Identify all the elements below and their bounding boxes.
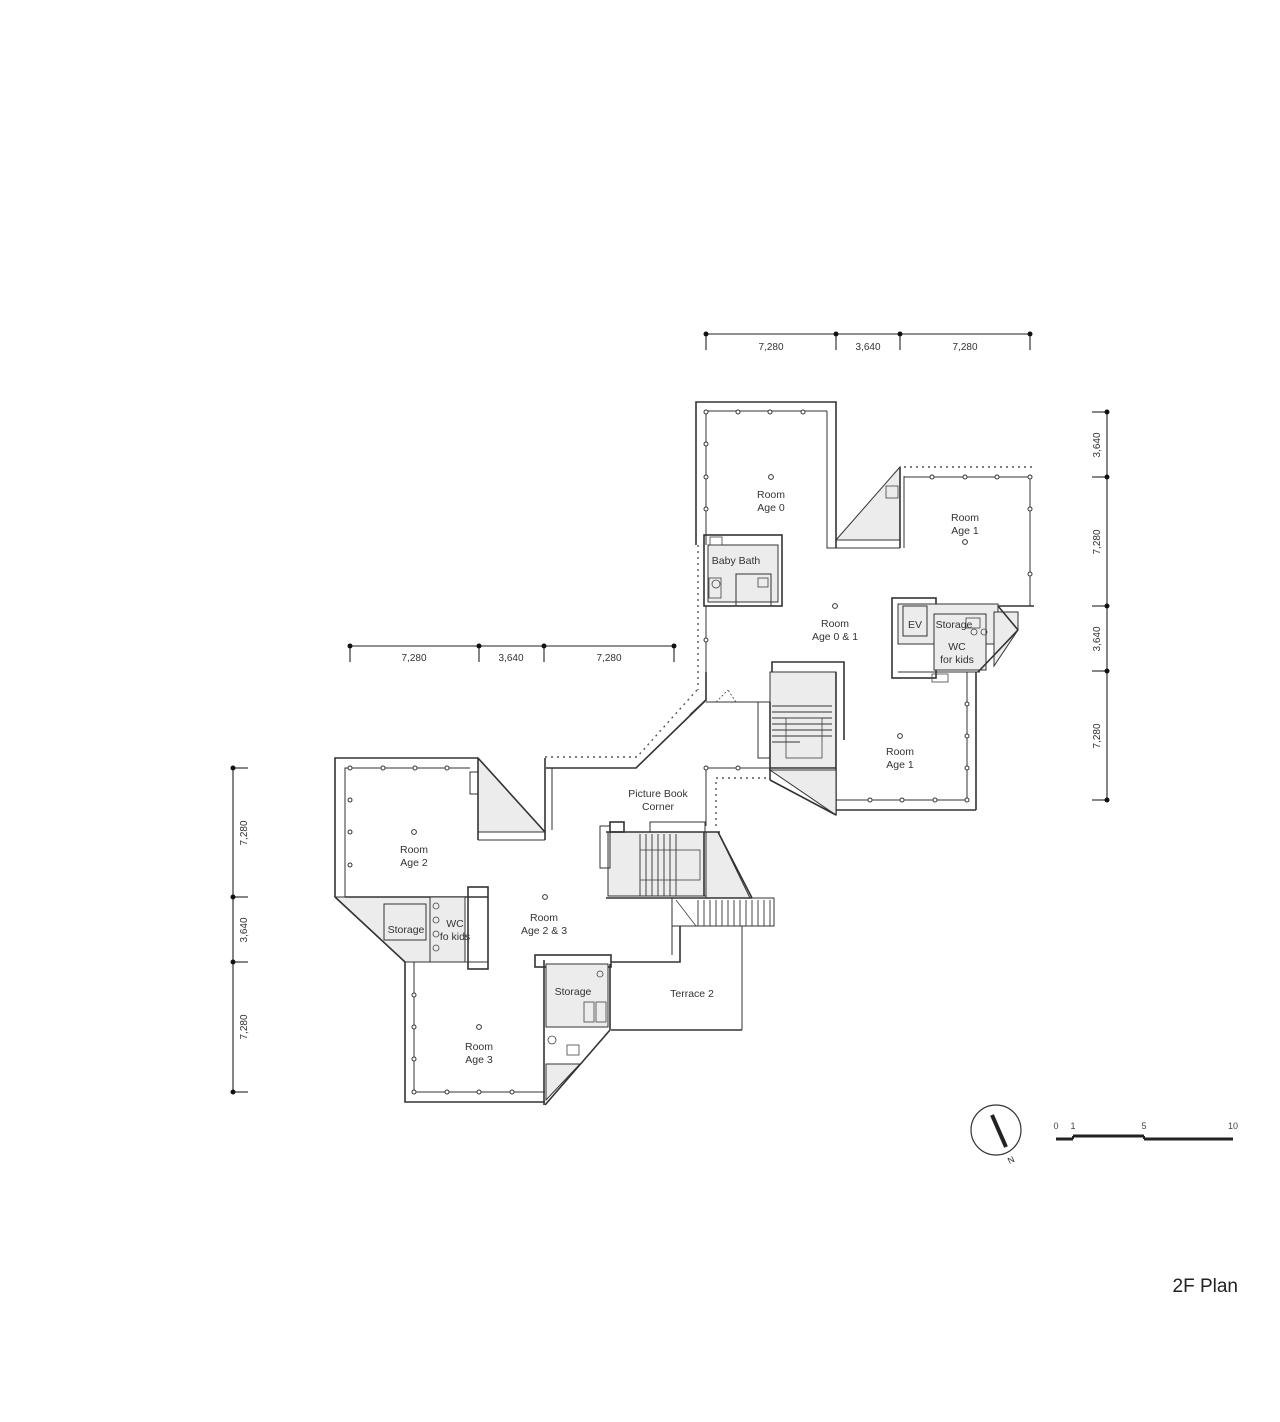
room-labels: Room Age 0 Room Age 1 Room Age 0 & 1 Roo… (388, 489, 980, 1066)
label-terrace-2: Terrace 2 (670, 988, 714, 1000)
label-wc-east-l1: WC (948, 641, 966, 653)
scale-tick-1: 1 (1070, 1121, 1075, 1131)
dim-mid-1: 7,280 (401, 653, 426, 664)
label-age2-l2: Age 2 (400, 857, 428, 869)
dimension-left: 7,280 3,640 7,280 (230, 765, 250, 1095)
label-ev: EV (908, 619, 922, 631)
plan-title: 2F Plan (1172, 1276, 1238, 1297)
label-picture-book-l2: Corner (642, 801, 675, 813)
label-age0-l2: Age 0 (757, 502, 785, 514)
scale-bar: 0 1 5 10 (1053, 1121, 1238, 1141)
label-age1-top-l2: Age 1 (951, 525, 979, 537)
baby-bath-block (697, 534, 783, 690)
label-storage-west: Storage (388, 924, 425, 936)
dim-right-3: 3,640 (1092, 626, 1103, 651)
dim-top-3: 7,280 (952, 342, 977, 353)
label-baby-bath: Baby Bath (712, 555, 761, 567)
wing-age-2 (334, 756, 553, 897)
wing-age-0-1 (545, 603, 838, 769)
stair-core-north (757, 661, 845, 816)
scale-tick-5: 5 (1141, 1121, 1146, 1131)
dim-left-1: 7,280 (239, 820, 250, 845)
storage-south-block (534, 954, 612, 1106)
storage-wc-west (333, 886, 548, 970)
dim-top-2: 3,640 (855, 342, 880, 353)
label-wc-west-l2: fo kids (440, 931, 470, 943)
label-age1-bottom-l1: Room (886, 746, 914, 758)
dim-top-1: 7,280 (758, 342, 783, 353)
label-age23-l2: Age 2 & 3 (521, 925, 567, 937)
label-age3-l2: Age 3 (465, 1054, 493, 1066)
label-wc-west-l1: WC (446, 918, 464, 930)
label-age3-l1: Room (465, 1041, 493, 1053)
scale-tick-0: 0 (1053, 1121, 1058, 1131)
label-age2-l1: Room (400, 844, 428, 856)
picture-book-corner-area (703, 765, 770, 826)
dim-left-2: 3,640 (239, 917, 250, 942)
label-age01-l2: Age 0 & 1 (812, 631, 858, 643)
north-label: N (1006, 1154, 1016, 1166)
label-storage-east: Storage (936, 619, 973, 631)
dim-right-1: 3,640 (1092, 432, 1103, 457)
wing-age-1-bottom (836, 672, 977, 811)
dimension-top: 7,280 3,640 7,280 (703, 331, 1033, 353)
label-wc-east-l2: for kids (940, 654, 974, 666)
dimension-right: 3,640 7,280 3,640 7,280 (1092, 409, 1110, 803)
label-age01-l1: Room (821, 618, 849, 630)
label-age0-l1: Room (757, 489, 785, 501)
label-age1-bottom-l2: Age 1 (886, 759, 914, 771)
stair-core-center (599, 821, 753, 899)
label-age1-top-l1: Room (951, 512, 979, 524)
ev-storage-wc-east (891, 597, 1019, 683)
scale-tick-10: 10 (1228, 1121, 1238, 1131)
dim-mid-3: 7,280 (596, 653, 621, 664)
label-picture-book-l1: Picture Book (628, 788, 688, 800)
label-storage-south: Storage (555, 986, 592, 998)
label-age23-l1: Room (530, 912, 558, 924)
wing-age-0 (695, 401, 900, 549)
core-triangle-north (834, 465, 905, 548)
wing-age-3 (404, 962, 545, 1103)
dim-right-4: 7,280 (1092, 723, 1103, 748)
dim-left-3: 7,280 (239, 1014, 250, 1039)
dim-mid-2: 3,640 (498, 653, 523, 664)
north-arrow: N (970, 1104, 1022, 1166)
dim-right-2: 7,280 (1092, 529, 1103, 554)
external-stair (671, 897, 775, 927)
terrace-2 (611, 926, 743, 1031)
dimension-middle: 7,280 3,640 7,280 (347, 643, 677, 664)
